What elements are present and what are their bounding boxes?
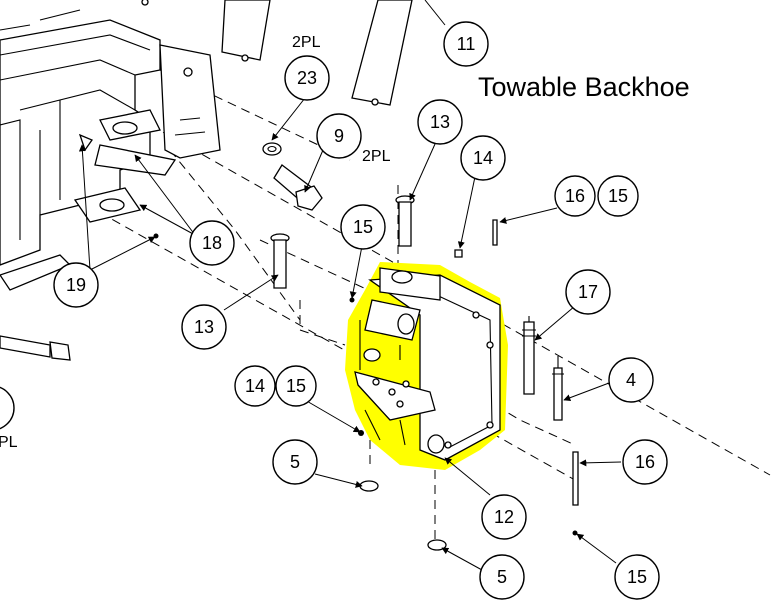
callout-label: 23 [297,68,317,88]
callout-label: 5 [290,452,300,472]
note-2pl-top: 2PL [292,34,321,51]
callout-label: 15 [353,217,373,237]
callout-label: 15 [627,567,647,587]
callout-label: 12 [494,507,514,527]
callout-label: 5 [497,567,507,587]
callout-bubble: 13 [417,99,463,145]
spring-pins [522,316,579,506]
callout-label: 15 [286,376,306,396]
callout-bubble: 14 [460,135,506,181]
callout-bubble: 17 [565,269,611,315]
note-pl-left: PL [0,434,18,451]
pins [270,195,498,289]
callout-bubble: 11 [443,21,489,67]
callout-bubble: 5 [272,439,318,485]
callout-bubble: 5 [479,554,525,600]
callout-label: 11 [457,34,476,54]
callout-label: 14 [473,148,493,168]
callout-bubble: 23 [284,55,330,101]
callout-label: 19 [66,275,86,295]
callout-bubble: 18 [189,220,235,266]
callout-bubble: 4 [608,357,654,403]
callout-bubble: 15 [597,175,639,217]
callout-bubble: 15 [340,204,386,250]
callout-bubble: 19 [53,262,99,308]
note-2pl-bolt: 2PL [362,148,391,165]
callout-bubble: 9 [0,386,15,430]
diagram-title: Towable Backhoe [478,72,690,102]
callout-bubble: 14 [234,365,276,407]
callout-label: 15 [608,186,628,206]
left-bolt [0,335,71,361]
callout-label: 4 [626,370,636,390]
bracket-assembly [354,267,501,461]
callout-bubble: 12 [481,494,527,540]
callout-bubbles: 11 23 9 13 14 16 15 15 18 19 13 17 4 14 … [0,21,668,600]
callout-label: 16 [635,452,655,472]
callout-bubble: 15 [614,554,660,600]
washer-and-bolt [262,142,323,211]
callout-bubble: 13 [181,304,227,350]
main-frame [0,9,221,291]
callout-label: 13 [430,112,450,132]
callout-label: 17 [578,282,598,302]
callout-bubble: 9 [316,113,362,159]
stabilizer-legs [141,0,413,106]
callout-label: 18 [202,233,222,253]
leader-lines [78,0,622,571]
callout-label: 16 [565,186,585,206]
callout-bubble: 15 [275,365,317,407]
callout-label: 14 [245,376,265,396]
callout-label: 9 [334,126,344,146]
callout-bubble: 16 [622,439,668,485]
callout-bubble: 16 [554,175,596,217]
callout-label: 13 [194,317,214,337]
